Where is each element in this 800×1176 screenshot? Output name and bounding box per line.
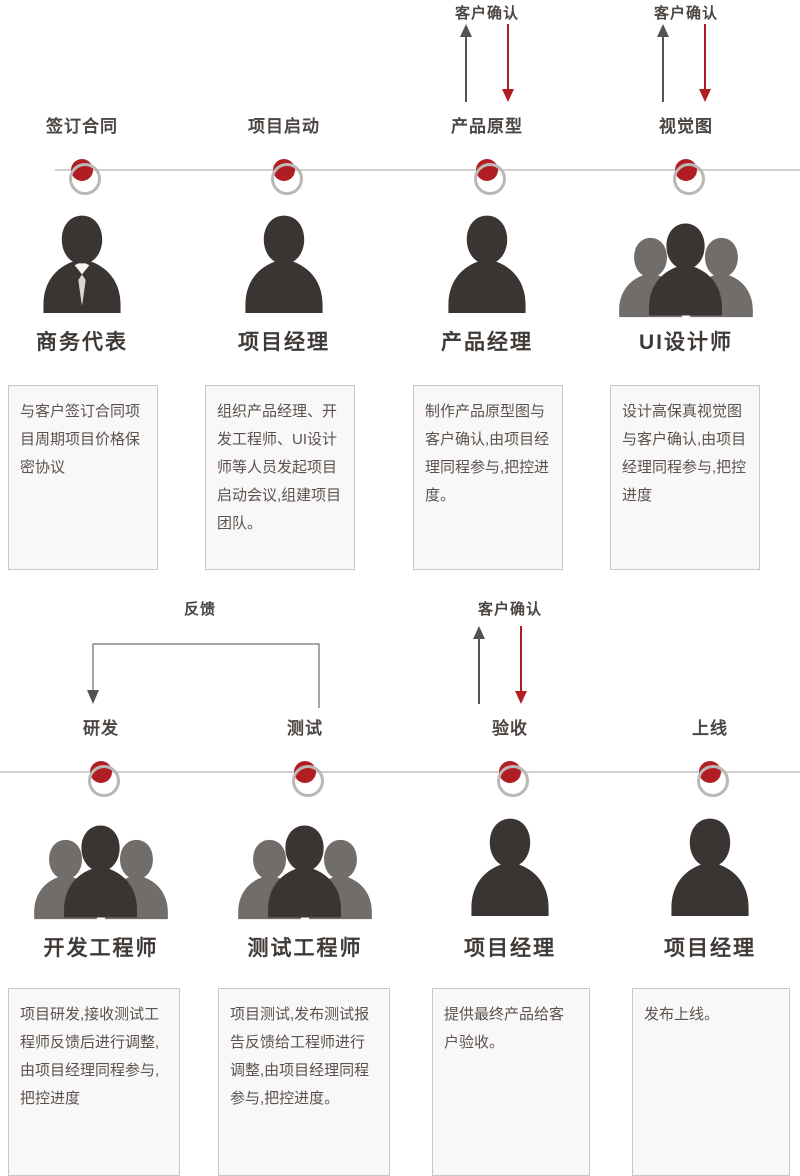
description-box: 设计高保真视觉图与客户确认,由项目经理同程参与,把控进度 — [610, 385, 760, 570]
description-text: 组织产品经理、开发工程师、UI设计师等人员发起项目启动会议,组建项目团队。 — [217, 403, 342, 532]
customer-confirm-label: 客户确认 — [653, 5, 718, 22]
timeline-dot — [474, 159, 506, 195]
feedback-label: 反馈 — [183, 601, 216, 618]
stage-label-acceptance: 验收 — [492, 719, 528, 738]
up-arrow-icon — [460, 24, 472, 102]
customer-confirm-label: 客户确认 — [477, 601, 542, 618]
up-arrow-icon — [473, 626, 485, 704]
timeline-line-top — [55, 169, 800, 171]
description-box: 制作产品原型图与客户确认,由项目经理同程参与,把控进度。 — [413, 385, 563, 570]
description-text: 与客户签订合同项目周期项目价格保密协议 — [20, 403, 141, 476]
description-text: 提供最终产品给客户验收。 — [444, 1006, 565, 1051]
customer-confirm-label: 客户确认 — [454, 5, 519, 22]
role-title: 商务代表 — [36, 331, 128, 354]
stage-label-prototype: 产品原型 — [451, 117, 523, 136]
group-icon — [611, 220, 761, 318]
person-tie-icon — [36, 212, 128, 313]
down-arrow-icon — [699, 24, 711, 102]
person-icon — [441, 212, 533, 313]
stage-label-kickoff: 项目启动 — [248, 117, 320, 136]
feedback-arrow — [87, 643, 320, 708]
person-icon — [464, 815, 556, 916]
timeline-dot — [69, 159, 101, 195]
stage-label-testing: 测试 — [287, 719, 323, 738]
down-arrow-icon — [502, 24, 514, 102]
timeline-dot — [88, 761, 120, 797]
role-title: 产品经理 — [441, 331, 533, 354]
stage-label-visual: 视觉图 — [659, 117, 713, 136]
timeline-dot — [697, 761, 729, 797]
timeline-dot — [271, 159, 303, 195]
role-title: 开发工程师 — [43, 937, 159, 960]
down-arrow-icon — [515, 626, 527, 704]
person-icon — [238, 212, 330, 313]
description-text: 制作产品原型图与客户确认,由项目经理同程参与,把控进度。 — [425, 403, 550, 504]
person-icon — [664, 815, 756, 916]
description-text: 发布上线。 — [644, 1006, 720, 1023]
description-text: 项目研发,接收测试工程师反馈后进行调整,由项目经理同程参与,把控进度 — [20, 1006, 160, 1107]
description-box: 组织产品经理、开发工程师、UI设计师等人员发起项目启动会议,组建项目团队。 — [205, 385, 355, 570]
description-box: 与客户签订合同项目周期项目价格保密协议 — [8, 385, 158, 570]
description-box: 项目研发,接收测试工程师反馈后进行调整,由项目经理同程参与,把控进度 — [8, 988, 180, 1176]
timeline-line-bottom — [0, 771, 800, 773]
role-title: 项目经理 — [464, 937, 556, 960]
description-text: 项目测试,发布测试报告反馈给工程师进行调整,由项目经理同程参与,把控进度。 — [230, 1006, 370, 1107]
stage-label-sign-contract: 签订合同 — [46, 117, 118, 136]
group-icon — [26, 822, 176, 920]
up-arrow-icon — [657, 24, 669, 102]
stage-label-launch: 上线 — [692, 719, 728, 738]
role-title: 测试工程师 — [247, 937, 363, 960]
timeline-dot — [673, 159, 705, 195]
role-title: UI设计师 — [639, 331, 733, 354]
description-text: 设计高保真视觉图与客户确认,由项目经理同程参与,把控进度 — [622, 403, 747, 504]
role-title: 项目经理 — [664, 937, 756, 960]
group-icon — [230, 822, 380, 920]
role-title: 项目经理 — [238, 331, 330, 354]
stage-label-development: 研发 — [83, 719, 119, 738]
description-box: 项目测试,发布测试报告反馈给工程师进行调整,由项目经理同程参与,把控进度。 — [218, 988, 390, 1176]
description-box: 发布上线。 — [632, 988, 790, 1176]
timeline-dot — [292, 761, 324, 797]
description-box: 提供最终产品给客户验收。 — [432, 988, 590, 1176]
timeline-dot — [497, 761, 529, 797]
